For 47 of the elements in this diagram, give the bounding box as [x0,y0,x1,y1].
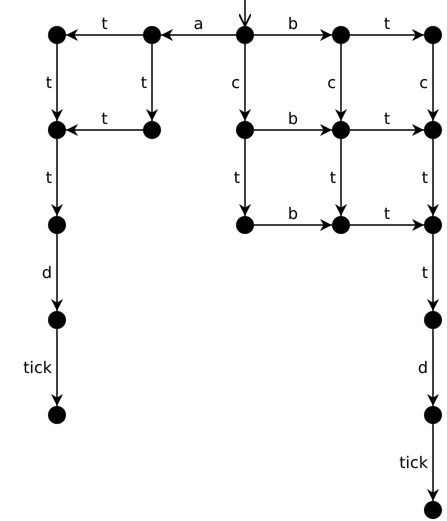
arrow [239,139,251,216]
state-dot [332,121,350,139]
edge-label: tick [22,358,53,376]
state-dot [424,121,442,139]
state-dot [424,501,442,519]
edge-label: d [40,264,53,282]
arrow [51,234,63,311]
arrow [350,124,424,136]
state-dot [143,26,161,44]
arrow [350,29,424,41]
state-dot [424,406,442,424]
arrow [66,124,143,136]
state-dot [48,26,66,44]
state-dot [424,311,442,329]
state-dot [48,311,66,329]
arrow [350,219,424,231]
arrow [66,29,143,41]
arrow [427,329,439,406]
arrow [238,0,252,27]
state-dot [48,216,66,234]
state-dot [332,216,350,234]
arrow [335,44,347,121]
edge-label: tick [398,454,429,472]
arrow [161,29,236,41]
state-dot [236,121,254,139]
arrow [146,44,158,121]
arrow [254,29,332,41]
edge-label: d [416,358,429,376]
arrow [254,124,332,136]
arrow [427,44,439,121]
state-dot [48,121,66,139]
state-dot [236,26,254,44]
arrow [427,234,439,311]
state-dot [236,216,254,234]
arrow [335,139,347,216]
arrow [51,44,63,121]
state-dot [332,26,350,44]
arrow [427,139,439,216]
state-dot [143,121,161,139]
arrow [51,139,63,216]
state-dot [48,406,66,424]
state-dot [424,216,442,234]
arrow [427,424,439,501]
arrow [254,219,332,231]
arrow [239,44,251,121]
arrow [51,329,63,406]
state-dot [424,26,442,44]
